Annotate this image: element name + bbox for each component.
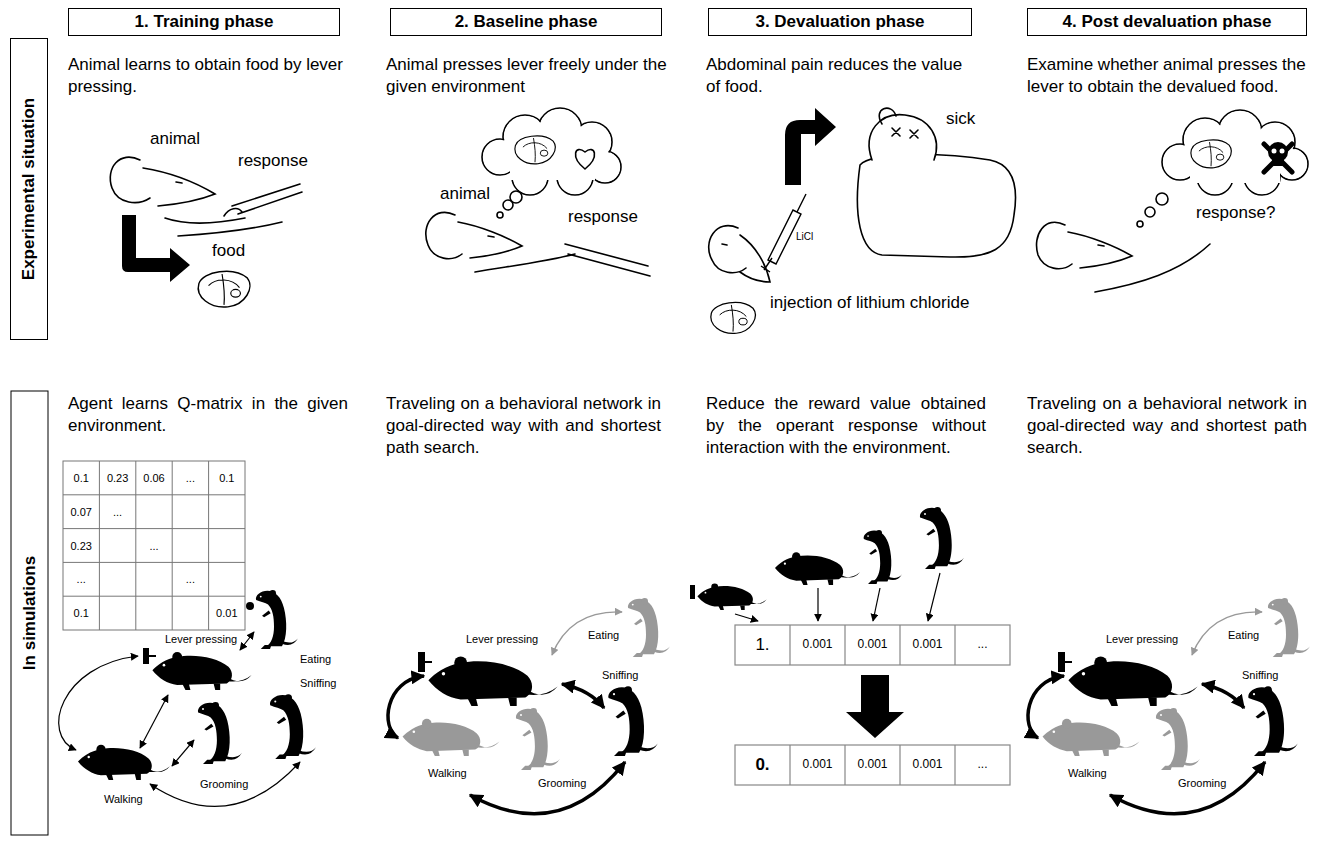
network-training xyxy=(59,590,316,806)
table-cell: ... xyxy=(977,757,987,773)
phase-description: Agent learns Q-matrix in the given envir… xyxy=(68,393,348,437)
row-label-box: In simulations xyxy=(10,390,48,835)
behavior-label: Walking xyxy=(104,792,143,806)
phase-header: 4. Post devaluation phase xyxy=(1027,8,1307,36)
devaluation-mouse xyxy=(709,226,770,282)
matrix-cell: 0.01 xyxy=(216,606,237,620)
figure-label: LiCl xyxy=(796,230,813,243)
table-cell: 0.001 xyxy=(857,757,887,773)
table-cell: ... xyxy=(977,637,987,653)
q-matrix-grid xyxy=(63,461,245,630)
matrix-cell: ... xyxy=(186,572,195,586)
row-label-box: Experimental situation xyxy=(10,38,48,340)
behavior-label: Lever pressing xyxy=(165,632,237,646)
behavior-label: Sniffing xyxy=(1242,668,1279,682)
matrix-cell: 0.23 xyxy=(107,471,128,485)
behavior-label: Grooming xyxy=(1178,776,1226,790)
network-goal-directed xyxy=(388,598,670,814)
reward-arrow xyxy=(122,215,190,282)
node-text: 2. Baseline phase xyxy=(455,12,598,32)
food-icon xyxy=(711,303,756,334)
phase-description: Traveling on a behavioral network in goa… xyxy=(1027,393,1307,459)
table-cell: 0.001 xyxy=(912,637,942,653)
node-text: In simulations xyxy=(19,555,39,669)
table-cell: 0. xyxy=(755,754,769,776)
phase-description: Animal presses lever freely under the gi… xyxy=(386,54,671,98)
table-cell: 0.001 xyxy=(912,757,942,773)
table-cell: 0.001 xyxy=(857,637,887,653)
update-arrow xyxy=(846,675,904,738)
node-text: 3. Devaluation phase xyxy=(755,12,924,32)
thought-cloud xyxy=(482,108,621,203)
food-icon xyxy=(198,271,250,307)
figure-label: response xyxy=(568,206,638,228)
behavior-label: Lever pressing xyxy=(1106,632,1178,646)
thought-cloud xyxy=(1156,110,1308,205)
table-cell: 0.001 xyxy=(802,637,832,653)
behavior-label: Sniffing xyxy=(602,668,639,682)
behavior-label: Eating xyxy=(588,628,619,642)
phase-header: 1. Training phase xyxy=(68,8,340,36)
behavior-label: Walking xyxy=(428,766,467,780)
table-cell: 0.001 xyxy=(802,757,832,773)
matrix-cell: ... xyxy=(149,538,158,552)
behavior-label: Walking xyxy=(1068,766,1107,780)
phase-description: Examine whether animal presses the lever… xyxy=(1027,54,1312,98)
matrix-cell: 0.06 xyxy=(143,471,164,485)
matrix-cell: 0.23 xyxy=(70,538,91,552)
behavior-label: Grooming xyxy=(200,777,248,791)
figure-label: response xyxy=(238,150,308,172)
figure-label: response? xyxy=(1196,202,1275,224)
reward-table xyxy=(735,625,1010,785)
behavior-label: Eating xyxy=(1228,628,1259,642)
figure-label: sick xyxy=(946,108,975,130)
sick-animal xyxy=(857,108,1015,257)
behavior-label: Sniffing xyxy=(300,676,337,690)
phase-description: Animal learns to obtain food by lever pr… xyxy=(68,54,353,98)
matrix-cell: 0.1 xyxy=(74,606,89,620)
matrix-cell: ... xyxy=(77,572,86,586)
network-goal-directed xyxy=(1028,598,1310,814)
behavior-label: Eating xyxy=(300,652,331,666)
node-text: Experimental situation xyxy=(19,98,39,280)
table-cell: 1. xyxy=(755,634,769,656)
phase-header: 2. Baseline phase xyxy=(390,8,662,36)
behavior-label: Lever pressing xyxy=(466,632,538,646)
phase-header: 3. Devaluation phase xyxy=(708,8,972,36)
effect-arrow xyxy=(785,108,836,185)
matrix-cell: 0.07 xyxy=(70,505,91,519)
node-text: 1. Training phase xyxy=(135,12,274,32)
matrix-cell: 0.1 xyxy=(219,471,234,485)
node-text: 4. Post devaluation phase xyxy=(1063,12,1272,32)
matrix-cell: ... xyxy=(113,505,122,519)
phase-description: Abdominal pain reduces the value of food… xyxy=(706,54,974,98)
baseline-mouse xyxy=(426,200,650,276)
phase-description: Reduce the reward value obtained by the … xyxy=(706,393,986,459)
figure-label: injection of lithium chloride xyxy=(770,292,969,314)
matrix-cell: 0.1 xyxy=(74,471,89,485)
figure-label: animal xyxy=(440,183,490,205)
figure-label: food xyxy=(212,240,245,262)
behavior-label: Grooming xyxy=(538,776,586,790)
figure-label: animal xyxy=(150,128,200,150)
post-mouse xyxy=(1037,207,1210,292)
network-devaluation xyxy=(690,507,964,621)
phase-description: Traveling on a behavioral network in goa… xyxy=(386,393,661,459)
matrix-cell: ... xyxy=(186,471,195,485)
